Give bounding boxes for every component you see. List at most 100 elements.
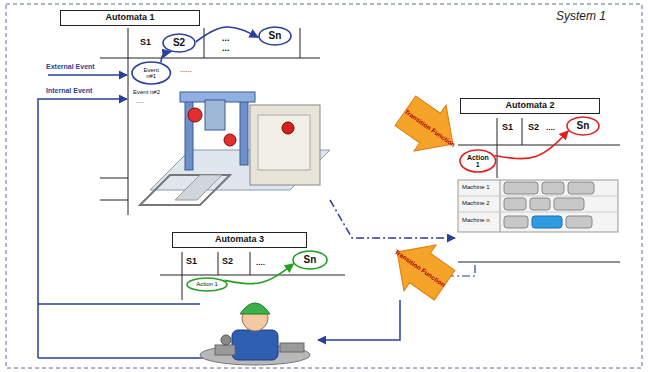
action-circle: Action 1 <box>459 149 497 173</box>
machine-label: Machine 1 <box>462 184 490 191</box>
illustration-shape <box>542 182 564 194</box>
ellipsis: ... <box>222 44 230 54</box>
node-text: Event n#1 <box>138 67 164 80</box>
node-text: Automata 2 <box>505 101 554 110</box>
node-text: S2 <box>173 38 185 49</box>
title-box: Automata 2 <box>460 98 600 114</box>
illustration-shape <box>504 198 526 210</box>
illustration-shape <box>232 330 278 360</box>
node-text: Sn <box>304 255 317 266</box>
transition-arrow <box>161 52 171 63</box>
action-circle: Action 1 <box>186 277 228 292</box>
illustration-shape <box>458 180 618 232</box>
node-text: Action 1 <box>466 154 490 169</box>
state-header: S2 <box>222 257 233 267</box>
system-label: System 1 <box>556 10 606 23</box>
illustration-shape <box>282 122 294 134</box>
state-header: S2 <box>528 123 539 133</box>
illustration-shape <box>240 95 248 165</box>
wire-line <box>300 28 301 58</box>
state-circle: Sn <box>566 116 600 136</box>
wire-line <box>160 275 345 276</box>
node-text: Automata 3 <box>215 235 264 244</box>
state-header: S1 <box>186 257 197 267</box>
event-cell: Event n#2 <box>133 89 160 96</box>
illustration-shape <box>532 216 562 228</box>
wire-line <box>38 99 127 358</box>
wire-line <box>218 252 219 275</box>
circle-outline <box>187 278 227 291</box>
circle-outline <box>567 117 599 135</box>
wire-line <box>38 303 200 305</box>
wire-line <box>458 262 620 263</box>
transition-arrow <box>494 131 568 159</box>
state-header: S1 <box>140 38 151 48</box>
illustration-shape <box>205 100 225 130</box>
wire-line <box>182 252 183 300</box>
illustration-shape <box>215 345 235 355</box>
event-circle: Event n#1 <box>131 61 171 85</box>
wire-line <box>100 178 128 179</box>
circle-outline <box>132 62 170 84</box>
ellipsis: .... <box>256 259 265 268</box>
wire-line <box>458 145 620 146</box>
illustration-shape <box>554 198 584 210</box>
illustration-shape <box>240 303 270 314</box>
ellipsis: ...... <box>180 66 192 74</box>
wire-line <box>318 300 400 340</box>
state-circle: Sn <box>258 26 292 46</box>
illustration-shape <box>280 343 304 352</box>
illustration-shape <box>200 303 310 365</box>
wire-line <box>250 252 251 275</box>
machine-label: Machine n <box>462 217 490 224</box>
wire-line <box>500 180 501 232</box>
illustration-shape <box>381 229 461 308</box>
wire-line <box>497 118 498 178</box>
illustration-shape <box>504 182 538 194</box>
illustration-shape <box>140 92 330 205</box>
illustration-shape <box>175 175 222 200</box>
illustration-shape <box>224 134 236 146</box>
wire-line <box>458 196 618 197</box>
illustration-shape <box>6 4 642 368</box>
wire-line <box>458 212 618 213</box>
wire-line <box>522 118 523 145</box>
event-label: External Event <box>46 63 95 71</box>
circle-outline <box>163 34 195 52</box>
node-text: Automata 1 <box>105 13 154 22</box>
circle-outline <box>259 27 291 45</box>
title-box: Automata 1 <box>60 10 200 26</box>
ellipsis: ... <box>222 34 230 44</box>
illustration-shape <box>389 88 469 167</box>
wire-line <box>128 28 129 215</box>
wire-line <box>330 200 455 238</box>
illustration-shape <box>504 216 528 228</box>
state-circle: Sn <box>292 250 328 270</box>
illustration-shape <box>221 335 231 345</box>
event-label: Internal Event <box>46 87 92 95</box>
circle-outline <box>293 251 327 269</box>
ellipsis: ..... <box>136 98 144 105</box>
wire-line <box>204 28 205 58</box>
illustration-shape <box>140 175 230 205</box>
title-box: Automata 3 <box>172 232 307 248</box>
node-text: Action 1 <box>196 281 218 287</box>
state-header: S1 <box>502 123 513 133</box>
node-text: Sn <box>269 31 282 42</box>
state-circle: S2 <box>162 33 196 53</box>
illustration-shape <box>566 216 592 228</box>
node-text: Sn <box>577 121 590 132</box>
illustration-shape <box>568 182 594 194</box>
machine-label: Machine 2 <box>462 200 490 207</box>
illustration-shape <box>250 105 320 185</box>
wire-line <box>100 200 128 201</box>
wire-line <box>38 357 205 359</box>
wire-line <box>48 74 127 76</box>
circle-outline <box>460 150 496 172</box>
ellipsis: .... <box>546 124 555 133</box>
illustration-shape <box>188 108 202 122</box>
illustration-shape <box>258 115 310 170</box>
illustration-shape <box>530 198 550 210</box>
